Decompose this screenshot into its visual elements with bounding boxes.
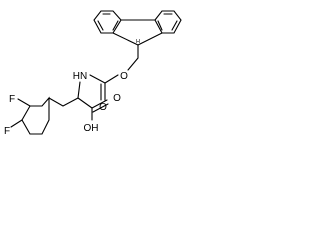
ester-bond (104, 74, 119, 84)
f-top-bond (17, 98, 31, 107)
structure-svg: H O O HN O OH F F (4, 10, 182, 137)
fluorene-right-ring-double (157, 13, 178, 31)
stereo-mark-label: H (136, 39, 140, 45)
alpha-carboxyl-bond (77, 97, 93, 109)
fmoc-ch2-bond (127, 44, 139, 71)
carboxyl-co-bond (91, 99, 109, 113)
fluorine-top-label: F (9, 94, 15, 105)
difluorophenyl-group (21, 96, 50, 135)
f-bottom-bond (10, 119, 23, 128)
phenyl-ring (21, 96, 50, 135)
carbamate-oxygen-label: O (99, 102, 107, 113)
carbamate-n-bond (89, 74, 106, 84)
side-chain-bonds (48, 97, 79, 107)
carbamate-co-bond (100, 82, 106, 101)
fluorine-bottom-label: F (4, 126, 10, 137)
carboxyl-oxygen-label: O (113, 93, 121, 104)
fluorene-left-ring-double (97, 13, 119, 31)
hydroxyl-label: OH (84, 123, 99, 134)
ester-oxygen-label: O (120, 71, 128, 82)
fluorene-group (93, 10, 182, 46)
nh-label: HN (73, 71, 87, 82)
n-alpha-bond (77, 81, 81, 99)
molecule-diagram: H O O HN O OH F F (0, 0, 190, 171)
